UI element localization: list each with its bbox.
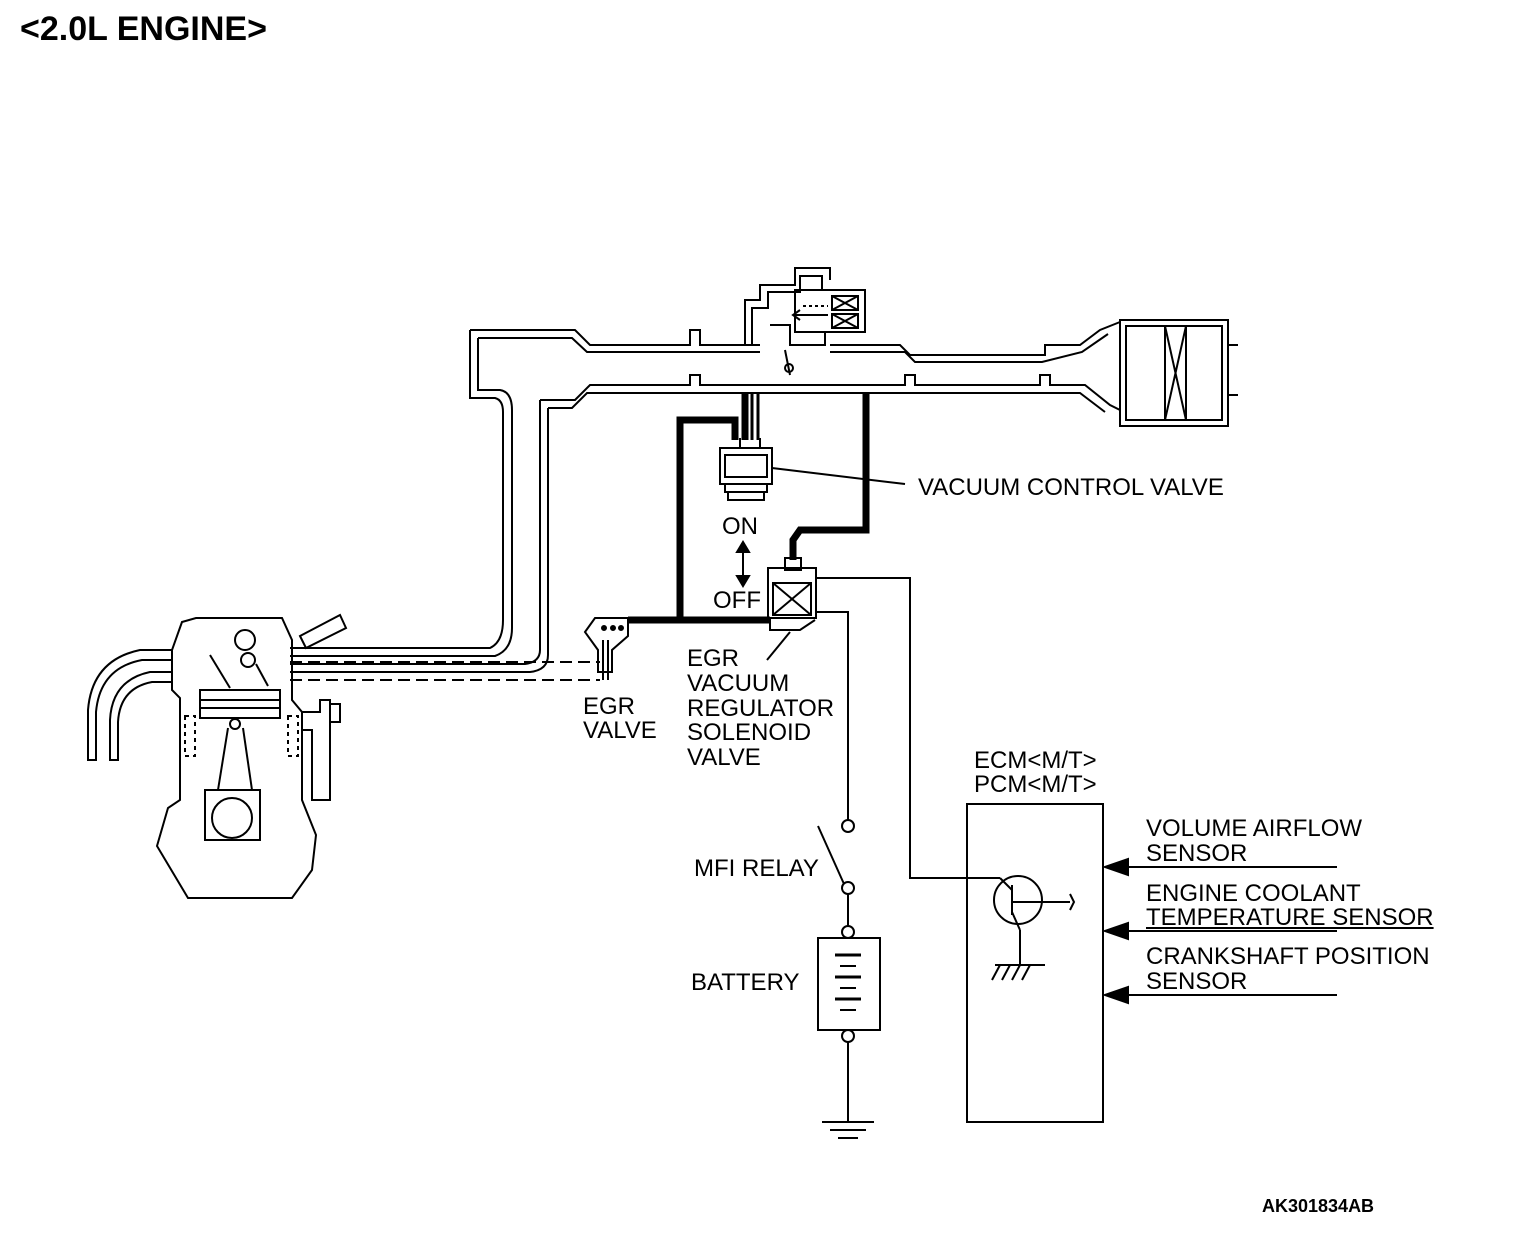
battery-label: BATTERY	[691, 969, 800, 996]
egr-solenoid-label-3: REGULATOR	[687, 695, 835, 722]
intake-pipe	[290, 321, 1121, 681]
sensor-2-line-2: TEMPERATURE SENSOR	[1146, 904, 1434, 931]
sensor-2-line-1: ENGINE COOLANT	[1146, 880, 1361, 907]
egr-valve	[583, 617, 629, 680]
sensor-inputs	[1101, 857, 1337, 1005]
off-label: OFF	[713, 587, 761, 614]
ecm-label: ECM<M/T>	[974, 747, 1097, 774]
on-label: ON	[722, 513, 758, 540]
battery	[817, 925, 881, 1139]
figure-code: AK301834AB	[1262, 1196, 1375, 1216]
egr-solenoid-valve	[766, 557, 1000, 879]
vacuum-control-valve	[719, 438, 906, 501]
mfi-relay-label: MFI RELAY	[694, 855, 819, 882]
sensor-1-line-2: SENSOR	[1146, 840, 1248, 867]
pcm-label: PCM<M/T>	[974, 771, 1097, 798]
sensor-3-line-1: CRANKSHAFT POSITION	[1146, 943, 1430, 970]
on-off-arrow	[735, 540, 751, 588]
throttle-body	[744, 267, 866, 376]
vacuum-control-valve-label: VACUUM CONTROL VALVE	[918, 474, 1224, 501]
sensor-3-line-2: SENSOR	[1146, 968, 1248, 995]
page-title: <2.0L ENGINE>	[20, 10, 267, 48]
egr-solenoid-label-5: VALVE	[687, 744, 761, 771]
engine	[87, 613, 348, 899]
ecm-box	[966, 803, 1104, 1123]
vacuum-hoses	[628, 393, 870, 624]
egr-solenoid-label-1: EGR	[687, 645, 740, 672]
egr-valve-label-1: EGR	[583, 693, 636, 720]
egr-valve-label-2: VALVE	[583, 717, 657, 744]
egr-solenoid-label-4: SOLENOID	[687, 719, 812, 746]
egr-solenoid-label-2: VACUUM	[687, 670, 790, 697]
sensor-1-line-1: VOLUME AIRFLOW	[1146, 815, 1363, 842]
air-cleaner	[1119, 319, 1238, 427]
mfi-relay	[817, 819, 855, 926]
